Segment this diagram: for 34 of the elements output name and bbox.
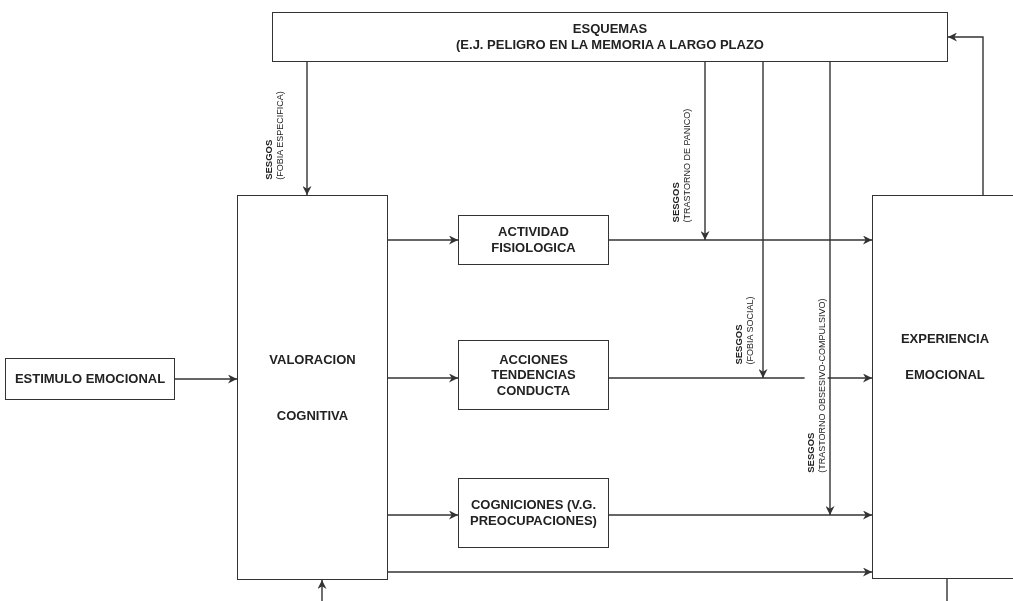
process-box (237, 195, 388, 580)
node-text: ACCIONES TENDENCIAS CONDUCTA (490, 351, 577, 399)
edge-label: SESGOS (TRASTORNO DE PANICO) (670, 108, 694, 222)
node-text: ESTIMULO EMOCIONAL (14, 371, 166, 387)
arrow (387, 373, 459, 383)
arrow (947, 32, 984, 196)
arrow (608, 373, 873, 383)
node-text: ESQUEMAS (572, 21, 648, 37)
node-text: EXPERIENCIA (900, 331, 990, 347)
node-text: (E.J. PELIGRO EN LA MEMORIA A LARGO PLAZO (456, 37, 764, 53)
node-text: COGNICIONES (V.G. PREOCUPACIONES) (469, 497, 598, 529)
arrow (608, 510, 873, 520)
process-box (872, 195, 1013, 579)
arrow (174, 374, 238, 384)
arrow (387, 510, 459, 520)
arrow (758, 61, 768, 379)
node-text: VALORACION (269, 351, 356, 368)
arrow (387, 235, 459, 245)
arrow (302, 61, 312, 196)
arrow (700, 61, 710, 241)
arrow (608, 235, 873, 245)
node-text: EMOCIONAL (905, 367, 985, 383)
arrow (387, 567, 873, 577)
process-box (458, 478, 609, 548)
node-text: COGNITIVA (276, 407, 349, 424)
edge-label: SESGOS (FOBIA SOCIAL) (733, 296, 757, 365)
arrow (317, 578, 948, 601)
edge-label: SESGOS (TRASTORNO OBSESIVO-COMPULSIVO) (804, 297, 828, 473)
arrow (825, 61, 835, 516)
schema-box (272, 12, 948, 62)
process-box (5, 358, 175, 400)
node-text: ACTIVIDAD FISIOLOGICA (490, 224, 577, 256)
process-box (458, 340, 609, 410)
process-box (458, 215, 609, 265)
